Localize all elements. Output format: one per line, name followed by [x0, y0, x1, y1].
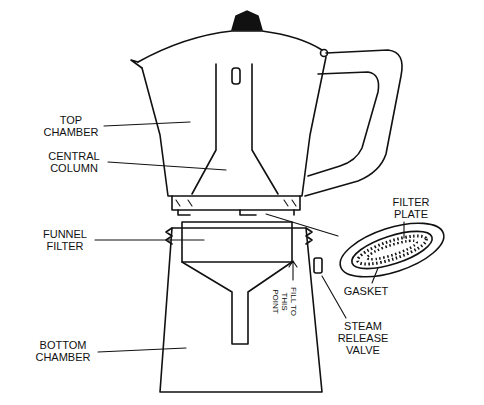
filter-holes — [355, 230, 429, 269]
detail-leader — [266, 214, 338, 236]
column-slot — [232, 68, 240, 84]
leader-line — [372, 268, 378, 283]
part-label: STEAM RELEASE VALVE — [330, 320, 396, 356]
filter-plate-tabs — [178, 210, 294, 215]
part-label: FILTER PLATE — [382, 196, 440, 220]
part-label: TOP CHAMBER — [40, 114, 102, 138]
handle-outer — [305, 50, 402, 196]
part-label: FUNNEL FILTER — [36, 228, 94, 252]
bottom-threads — [166, 228, 312, 244]
bottom-chamber-outline — [160, 228, 322, 392]
top-thread-band — [172, 196, 300, 210]
part-label: GASKET — [336, 285, 396, 297]
part-label: CENTRAL COLUMN — [42, 150, 106, 174]
filter-holes — [366, 237, 419, 263]
fill-arrow — [289, 261, 297, 280]
spout — [131, 60, 142, 68]
funnel-cup — [182, 222, 292, 262]
filter-plate — [348, 224, 437, 277]
steam-valve — [314, 258, 322, 273]
leader-line — [95, 239, 204, 240]
leader-line — [98, 348, 186, 352]
top-chamber-outline — [142, 57, 326, 196]
lid — [138, 31, 322, 62]
leader-line — [403, 222, 404, 238]
leader-line — [104, 122, 190, 126]
lid-knob — [232, 11, 262, 30]
handle-inner — [308, 72, 379, 176]
gasket-detail — [334, 212, 450, 287]
gasket-outer — [334, 212, 450, 287]
part-label: FILL TO THIS POINT — [271, 282, 298, 322]
central-column-outline — [192, 64, 278, 194]
part-label: BOTTOM CHAMBER — [30, 339, 96, 363]
leader-line — [108, 162, 226, 170]
leader-line — [322, 276, 346, 318]
thread-marks — [176, 200, 296, 206]
